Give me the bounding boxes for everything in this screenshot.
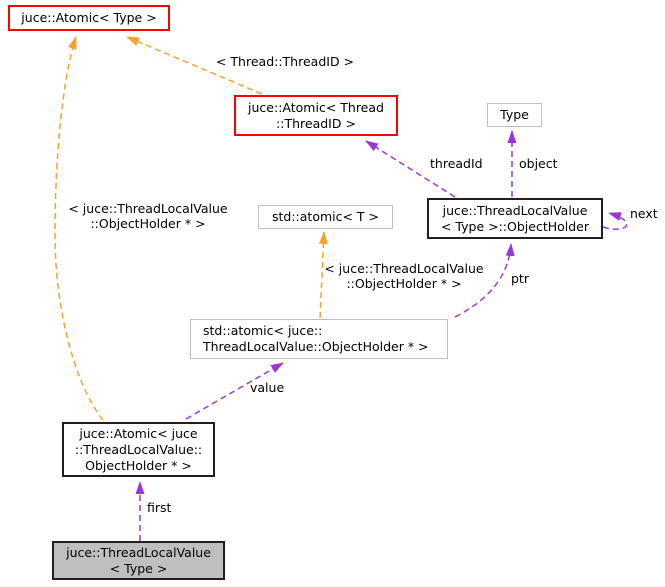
edge-label-first: first bbox=[147, 500, 172, 515]
edge-label-template-objectholder-mid: < juce::ThreadLocalValue ::ObjectHolder … bbox=[323, 261, 485, 291]
edge-usage-next-self-loop bbox=[602, 212, 628, 230]
edge-label-line: < juce::ThreadLocalValue bbox=[68, 201, 228, 216]
edge-label-template-thread-threadid: < Thread::ThreadID > bbox=[215, 54, 355, 69]
node-threadlocalvalue-objectholder[interactable]: juce::ThreadLocalValue < Type >::ObjectH… bbox=[427, 198, 603, 239]
node-label-line: juce::Atomic< juce bbox=[79, 425, 198, 441]
node-label-line: std::atomic< juce:: bbox=[203, 323, 323, 338]
node-type: Type bbox=[487, 103, 542, 127]
node-std-atomic-t: std::atomic< T > bbox=[258, 205, 393, 229]
node-juce-threadlocalvalue-type-current: juce::ThreadLocalValue < Type > bbox=[52, 541, 225, 580]
node-label-line: ThreadLocalValue::ObjectHolder * > bbox=[203, 339, 429, 354]
node-juce-atomic-type[interactable]: juce::Atomic< Type > bbox=[8, 5, 170, 31]
edge-usage-ptr bbox=[454, 243, 515, 318]
node-juce-atomic-thread-threadid[interactable]: juce::Atomic< Thread ::ThreadID > bbox=[234, 95, 398, 136]
node-std-atomic-objectholder-ptr: std::atomic< juce:: ThreadLocalValue::Ob… bbox=[190, 319, 448, 359]
edge-label-ptr: ptr bbox=[511, 271, 529, 286]
edge-label-value: value bbox=[250, 380, 285, 395]
edge-template-atomic-threadid-to-atomic-type bbox=[126, 36, 263, 95]
node-label-line: juce::ThreadLocalValue bbox=[66, 544, 211, 560]
node-label-line: < Type >::ObjectHolder bbox=[440, 218, 590, 234]
edge-label-line: ::ObjectHolder * > bbox=[346, 276, 462, 291]
edge-label-line: ::ObjectHolder * > bbox=[90, 216, 206, 231]
node-label-line: < Type > bbox=[109, 560, 168, 576]
edge-template-stdatomic-holder-to-stdatomic-t bbox=[318, 231, 328, 319]
node-label-line: Type bbox=[500, 107, 529, 122]
node-label-line: ::ThreadID > bbox=[276, 115, 356, 131]
node-label-line: std::atomic< T > bbox=[271, 209, 380, 224]
node-label-line: juce::Atomic< Type > bbox=[21, 10, 157, 25]
edge-label-next: next bbox=[630, 206, 658, 221]
node-label-line: ::ThreadLocalValue:: bbox=[74, 441, 203, 457]
node-label-line: ObjectHolder * > bbox=[85, 457, 192, 473]
edge-template-atomic-holder-to-atomic-type bbox=[54, 36, 104, 421]
edge-usage-threadid bbox=[365, 140, 456, 198]
node-label-line: juce::Atomic< Thread bbox=[248, 99, 384, 115]
edge-label-threadid: threadId bbox=[430, 156, 483, 171]
edge-label-template-objectholder-left: < juce::ThreadLocalValue ::ObjectHolder … bbox=[60, 201, 236, 231]
node-label-line: juce::ThreadLocalValue bbox=[442, 202, 588, 218]
edge-label-line: < juce::ThreadLocalValue bbox=[324, 261, 484, 276]
node-juce-atomic-objectholder-ptr[interactable]: juce::Atomic< juce ::ThreadLocalValue:: … bbox=[62, 422, 215, 477]
edge-usage-value bbox=[185, 362, 284, 420]
edge-label-object: object bbox=[519, 156, 558, 171]
